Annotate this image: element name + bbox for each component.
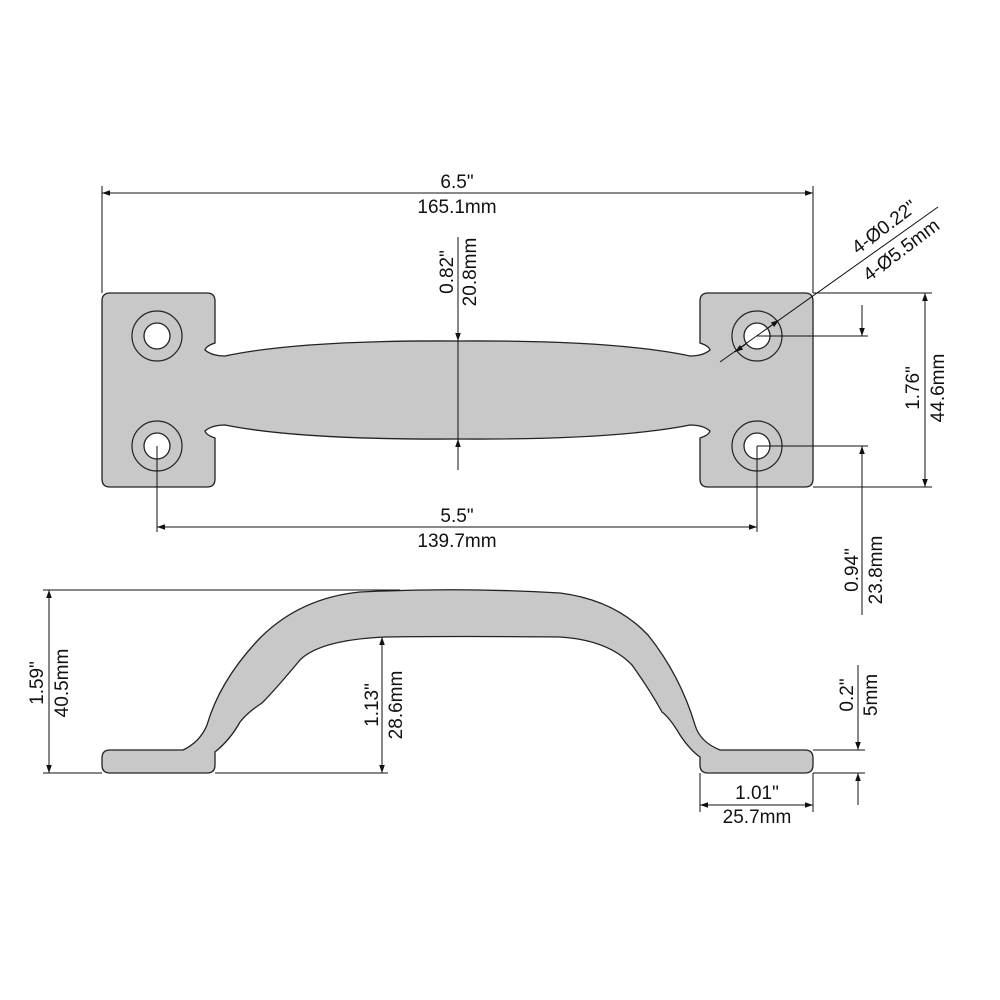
svg-text:1.76": 1.76" [903, 366, 924, 410]
svg-text:25.7mm: 25.7mm [723, 807, 792, 828]
svg-text:28.6mm: 28.6mm [386, 671, 407, 740]
svg-text:1.01": 1.01" [735, 783, 779, 804]
dim-overall-length: 6.5" 165.1mm [101, 172, 814, 293]
svg-text:139.7mm: 139.7mm [417, 531, 496, 552]
handle-side-profile [101, 589, 814, 774]
dim-overall-height: 1.59" 40.5mm [27, 589, 400, 774]
svg-text:6.5": 6.5" [440, 172, 473, 193]
dim-hole-vertical-spacing: 0.94" 23.8mm [757, 305, 887, 615]
svg-text:0.82": 0.82" [437, 250, 458, 294]
svg-text:40.5mm: 40.5mm [52, 649, 73, 718]
svg-text:0.94": 0.94" [842, 548, 863, 592]
top-view: 6.5" 165.1mm 0.82" 20.8mm 5.5" 139.7mm 1… [101, 172, 949, 615]
side-view: 1.59" 40.5mm 1.13" 28.6mm 0.2" 5mm 1.01"… [27, 589, 882, 828]
dim-foot-length: 1.01" 25.7mm [699, 773, 814, 828]
dim-clearance: 1.13" 28.6mm [215, 637, 407, 774]
svg-text:5.5": 5.5" [440, 506, 473, 527]
svg-text:0.2": 0.2" [837, 678, 858, 711]
svg-text:20.8mm: 20.8mm [460, 238, 481, 307]
svg-text:5mm: 5mm [861, 674, 882, 716]
svg-text:44.6mm: 44.6mm [928, 354, 949, 423]
svg-text:1.59": 1.59" [27, 661, 48, 705]
svg-text:1.13": 1.13" [362, 683, 383, 727]
dim-plate-height: 1.76" 44.6mm [813, 292, 949, 488]
svg-text:165.1mm: 165.1mm [417, 197, 496, 218]
dim-grip-width: 0.82" 20.8mm [437, 237, 481, 470]
dim-foot-thickness: 0.2" 5mm [813, 665, 882, 805]
dim-hole-spacing: 5.5" 139.7mm [156, 446, 758, 552]
svg-text:23.8mm: 23.8mm [866, 536, 887, 605]
